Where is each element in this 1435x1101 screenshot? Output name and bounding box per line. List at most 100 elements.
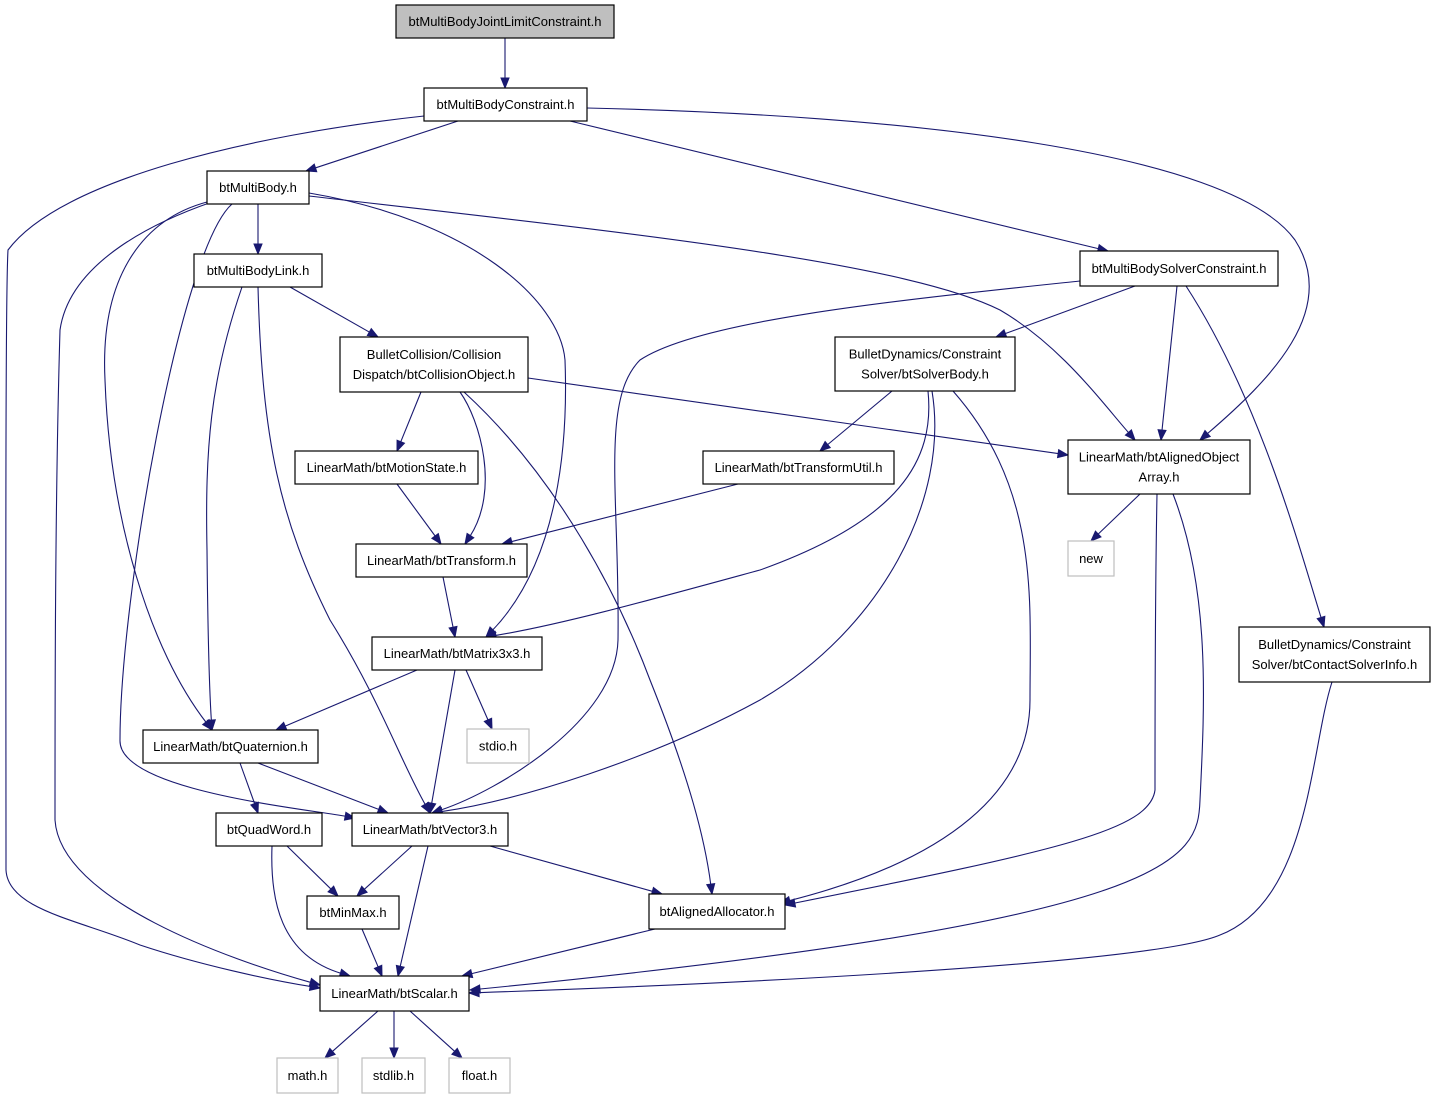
node-root: btMultiBodyJointLimitConstraint.h [395, 4, 615, 39]
edge-line [442, 576, 454, 629]
node-box [466, 728, 530, 764]
arrowhead [396, 439, 406, 453]
node-mbl[interactable]: btMultiBodyLink.h [193, 253, 323, 288]
arrowhead [500, 77, 510, 90]
arrowhead [430, 532, 442, 546]
edge-mm-to-sc [361, 928, 383, 978]
edge-line [826, 390, 893, 446]
arrowhead [994, 328, 1008, 338]
node-ms[interactable]: LinearMath/btMotionState.h [294, 450, 479, 485]
node-label: LinearMath/btScalar.h [331, 986, 457, 1001]
arrowhead [818, 440, 832, 452]
node-label: btMultiBodyConstraint.h [436, 97, 574, 112]
node-label: btMinMax.h [319, 905, 386, 920]
arrowhead [1316, 615, 1326, 629]
nodes-layer: btMultiBodyJointLimitConstraint.h btMulti… [142, 4, 1431, 1094]
node-mbsc[interactable]: btMultiBodySolverConstraint.h [1079, 250, 1279, 287]
node-box [193, 253, 323, 288]
node-box [294, 450, 479, 485]
edge-line [104, 201, 208, 724]
node-box [1238, 626, 1431, 683]
node-q[interactable]: LinearMath/btQuaternion.h [142, 729, 319, 764]
node-aa[interactable]: btAlignedAllocator.h [648, 893, 786, 930]
node-box [361, 1057, 426, 1094]
node-box [395, 4, 615, 39]
arrowhead [274, 721, 288, 731]
edge-line [314, 120, 459, 169]
edge-line [440, 390, 936, 813]
edge-aa-to-sc [460, 928, 656, 979]
node-label: btMultiBodyLink.h [207, 263, 310, 278]
edge-mb-to-mbl [253, 204, 263, 256]
edge-line [409, 1010, 456, 1053]
edge-line [284, 669, 418, 727]
node-qw[interactable]: btQuadWord.h [215, 812, 323, 847]
node-label: LinearMath/btAlignedObject [1079, 450, 1240, 465]
node-label: LinearMath/btTransform.h [367, 553, 516, 568]
node-box [648, 893, 786, 930]
edge-mbsc-to-sb [994, 285, 1136, 338]
node-tr[interactable]: LinearMath/btTransform.h [355, 543, 528, 578]
node-label: Solver/btSolverBody.h [861, 367, 989, 382]
edge-mb-to-v3 [119, 203, 357, 821]
arrowhead [304, 163, 318, 173]
edge-line [793, 493, 1158, 904]
node-box [276, 1057, 339, 1094]
node-box [702, 450, 895, 485]
node-label: stdio.h [479, 739, 517, 754]
edge-mb-to-aoa [308, 195, 1136, 442]
edges-layer [5, 38, 1333, 1060]
edge-mbl-to-co [289, 286, 380, 338]
edge-mbc-to-mb [304, 120, 459, 173]
arrowhead [448, 625, 458, 639]
edge-mb-to-sc [54, 201, 322, 987]
node-box [448, 1057, 511, 1094]
node-m33[interactable]: LinearMath/btMatrix3x3.h [371, 636, 543, 671]
edge-line [308, 192, 567, 631]
arrowhead [327, 885, 339, 897]
node-sc[interactable]: LinearMath/btScalar.h [319, 975, 470, 1012]
arrowhead [253, 243, 263, 256]
edge-sb-to-m33 [484, 390, 930, 640]
node-tu[interactable]: LinearMath/btTransformUtil.h [702, 450, 895, 485]
edge-line [399, 391, 422, 443]
edge-m33-to-v3 [427, 669, 456, 815]
edge-line [527, 377, 1060, 455]
node-label: btMultiBody.h [219, 180, 297, 195]
edge-ms-to-tr [396, 483, 442, 546]
node-box [142, 729, 319, 764]
node-label: btMultiBodyJointLimitConstraint.h [409, 14, 602, 29]
edge-line [489, 845, 654, 893]
node-label: LinearMath/btVector3.h [363, 822, 497, 837]
edge-line [119, 203, 347, 817]
node-csi[interactable]: BulletDynamics/ConstraintSolver/btContac… [1238, 626, 1431, 683]
edge-sc-to-float [409, 1010, 463, 1059]
arrowhead [376, 804, 390, 814]
node-box [423, 87, 588, 122]
node-mbc[interactable]: btMultiBodyConstraint.h [423, 87, 588, 122]
node-v3[interactable]: LinearMath/btVector3.h [351, 812, 509, 847]
node-mm[interactable]: btMinMax.h [306, 895, 400, 930]
node-new: new [1067, 540, 1115, 577]
node-sb[interactable]: BulletDynamics/ConstraintSolver/btSolver… [834, 336, 1016, 392]
arrowhead [1056, 448, 1070, 459]
node-box [1079, 250, 1279, 287]
node-label: BulletCollision/Collision [367, 347, 501, 362]
edge-line [239, 762, 256, 805]
node-box [206, 170, 310, 205]
arrowhead [705, 882, 716, 896]
edge-sb-to-tu [818, 390, 893, 452]
node-mb[interactable]: btMultiBody.h [206, 170, 310, 205]
node-label: Array.h [1139, 470, 1180, 485]
node-label: LinearMath/btMotionState.h [307, 460, 467, 475]
edge-co-to-tr [459, 391, 486, 546]
edge-sc-to-math [323, 1010, 379, 1059]
node-box [1067, 439, 1251, 495]
edge-line [257, 762, 380, 811]
edge-line [459, 391, 486, 537]
node-co[interactable]: BulletCollision/CollisionDispatch/btColl… [339, 336, 529, 393]
edge-line [271, 845, 342, 974]
arrowhead [783, 898, 797, 908]
